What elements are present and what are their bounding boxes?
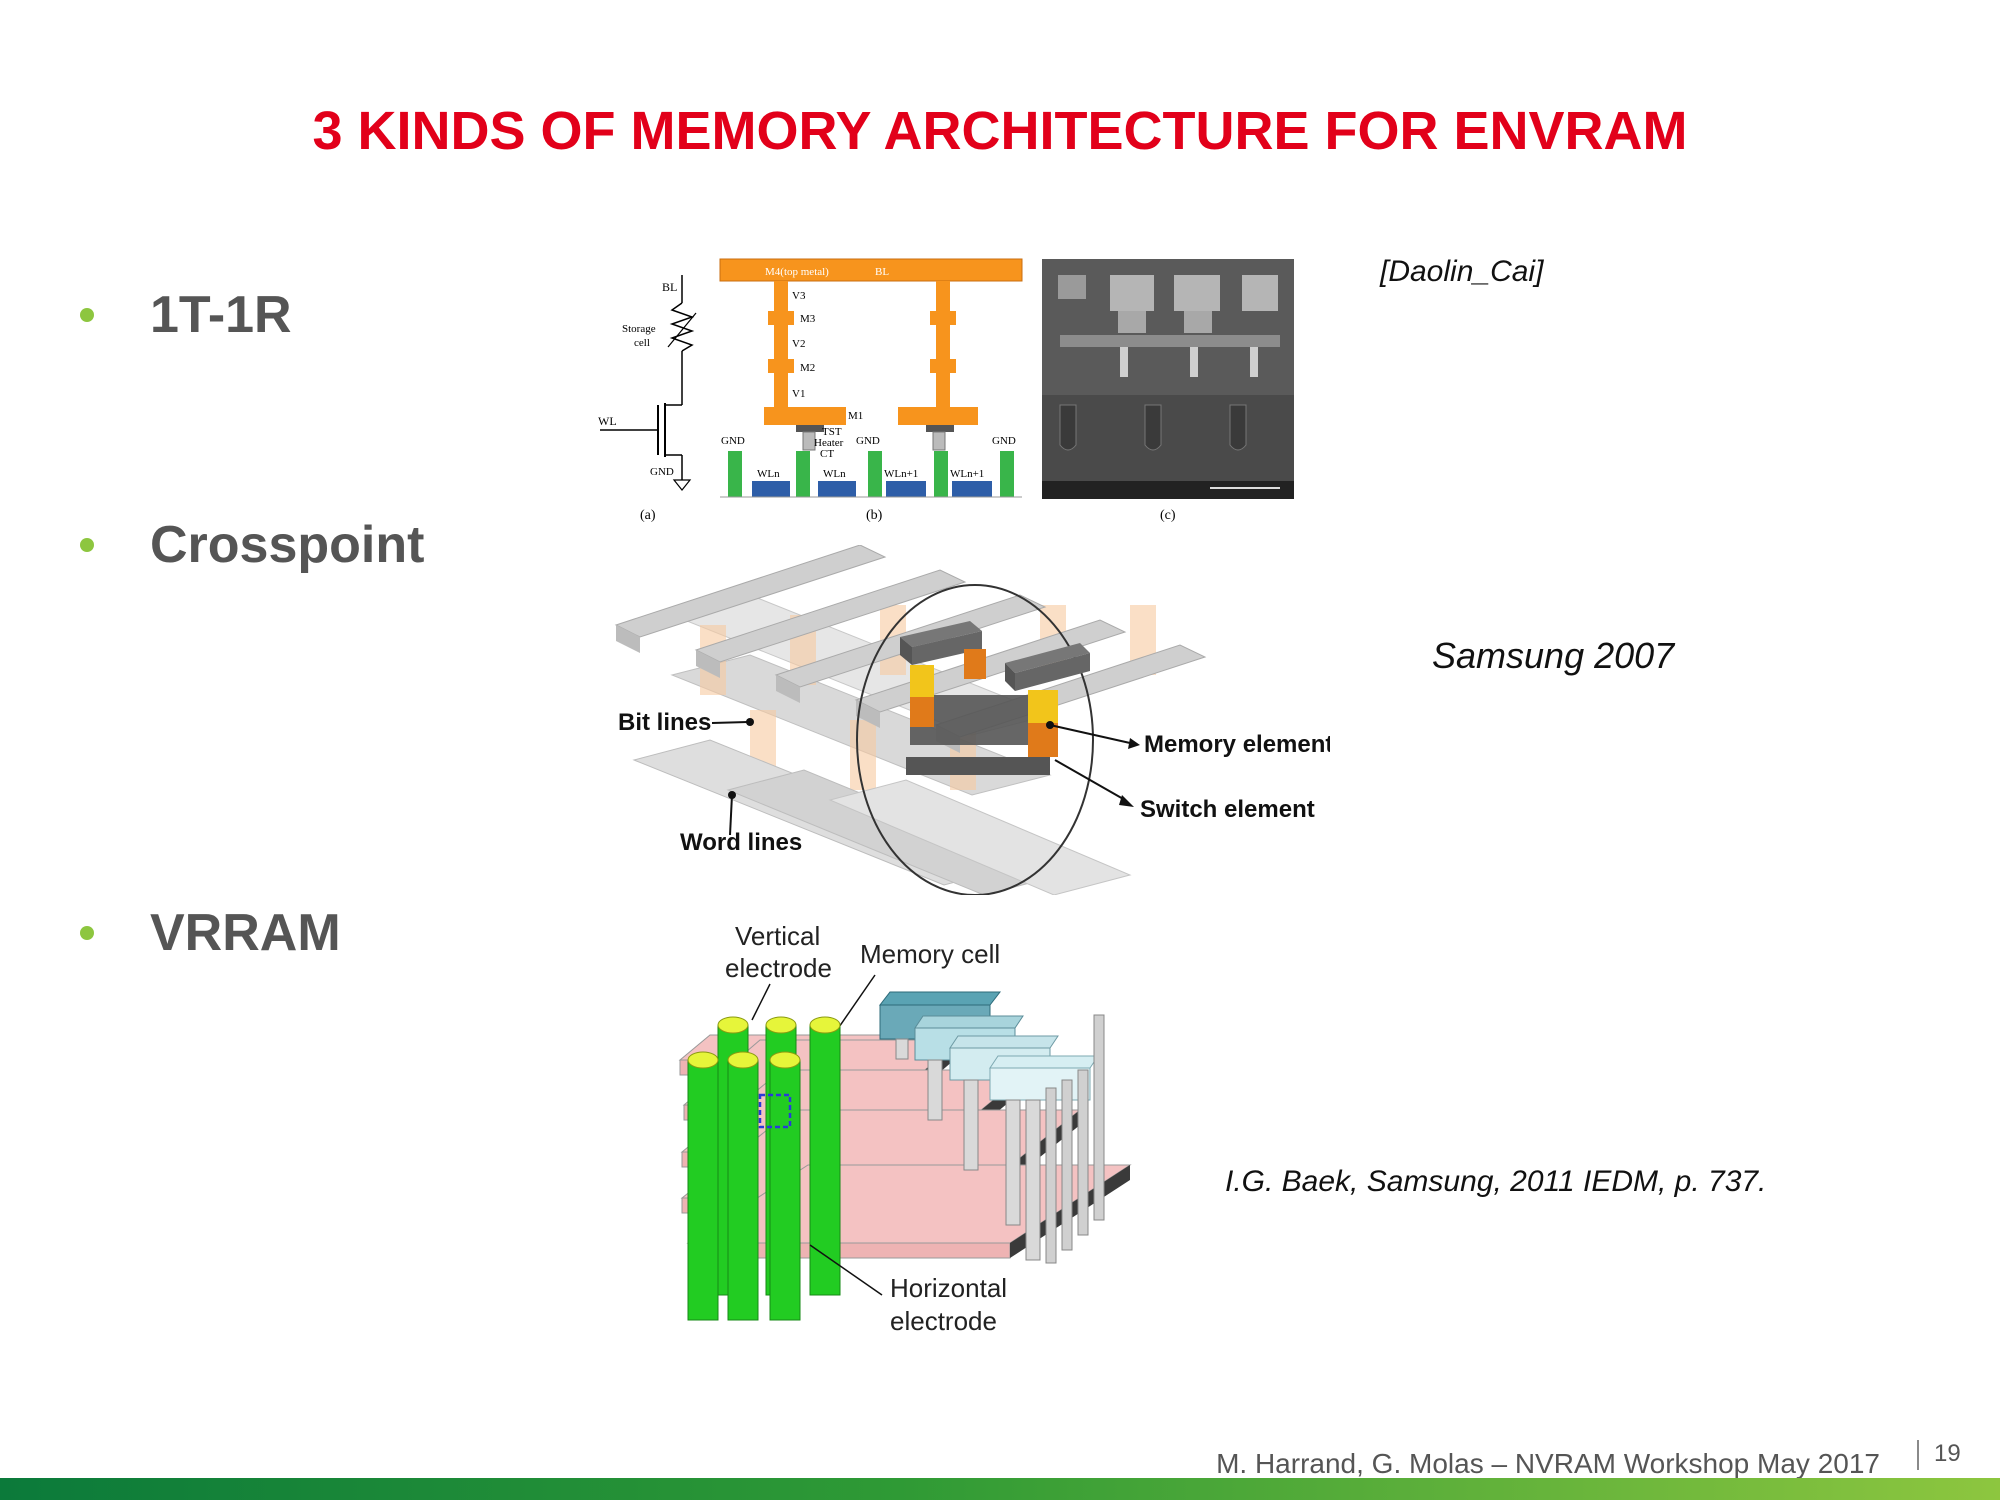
- footer-green-bar: [0, 1478, 2000, 1500]
- staircase-contacts: [878, 991, 1105, 1264]
- label-wl: WL: [598, 414, 617, 428]
- bullet-dot: [80, 926, 94, 940]
- figure-crosspoint: Bit lines Word lines Memory element Swit…: [614, 545, 1330, 895]
- label-wln: WLn: [823, 468, 846, 480]
- sem-image-c: (c): [1042, 259, 1294, 523]
- resistor-icon: [669, 302, 695, 352]
- ref-daolin: [Daolin_Cai]: [1380, 255, 1544, 288]
- label-gnd: GND: [721, 435, 745, 447]
- label-electrode: electrode: [725, 953, 832, 983]
- bullet-label: Crosspoint: [150, 516, 425, 574]
- label-v3: V3: [792, 290, 806, 302]
- caption-a: (a): [640, 508, 656, 523]
- bullet-vrram: VRRAM: [80, 903, 341, 963]
- bullet-crosspoint: Crosspoint: [80, 515, 424, 575]
- cross-section-b: M4(top metal) BL V3 M3 V2 M2 V1 M1 TST H…: [719, 258, 1023, 523]
- label-wln1: WLn+1: [884, 468, 918, 480]
- label-bit-lines: Bit lines: [618, 709, 711, 736]
- label-m4: M4(top metal): [765, 266, 829, 278]
- label-gnd: GND: [992, 435, 1016, 447]
- label-memory-element: Memory element: [1144, 731, 1330, 758]
- label-horizontal: Horizontal: [890, 1273, 1007, 1303]
- label-storage: Storage: [622, 323, 656, 335]
- caption-c: (c): [1160, 508, 1176, 523]
- bullet-dot: [80, 538, 94, 552]
- label-gnd: GND: [650, 466, 674, 478]
- label-bl: BL: [662, 280, 677, 294]
- label-cell: cell: [634, 337, 650, 349]
- vertical-electrodes: [687, 1016, 841, 1321]
- highlight-ellipse: [856, 584, 1094, 895]
- label-tst: TST: [822, 426, 842, 438]
- bullet-label: 1T-1R: [150, 286, 292, 344]
- figure-vrram: Vertical electrode Memory cell: [678, 921, 1132, 1336]
- label-m1: M1: [848, 410, 863, 422]
- schematic-a: BL Storage cell WL GND (a): [598, 275, 697, 523]
- figure-1t1r: BL Storage cell WL GND (a) M4(top metal)…: [598, 258, 1294, 523]
- ref-baek: I.G. Baek, Samsung, 2011 IEDM, p. 737.: [1225, 1165, 1767, 1198]
- bullet-1t1r: 1T-1R: [80, 285, 292, 345]
- label-memory-cell: Memory cell: [860, 939, 1000, 969]
- ground-icon: [672, 479, 692, 491]
- bullet-dot: [80, 308, 94, 322]
- label-gnd: GND: [856, 435, 880, 447]
- bullet-label: VRRAM: [150, 904, 341, 962]
- label-heater: Heater: [814, 437, 844, 449]
- label-v1: V1: [792, 388, 805, 400]
- slide-title: 3 KINDS OF MEMORY ARCHITECTURE FOR ENVRA…: [312, 101, 1688, 161]
- label-word-lines: Word lines: [680, 829, 802, 856]
- label-m3: M3: [800, 313, 816, 325]
- ref-samsung-2007: Samsung 2007: [1432, 635, 1675, 676]
- memory-cell-marker: [758, 1093, 792, 1129]
- label-m2: M2: [800, 362, 815, 374]
- footer-credit: M. Harrand, G. Molas – NVRAM Workshop Ma…: [1216, 1448, 1880, 1479]
- label-vertical: Vertical: [735, 921, 820, 951]
- label-v2: V2: [792, 338, 805, 350]
- word-lines-front: [632, 739, 1132, 895]
- label-wln1: WLn+1: [950, 468, 984, 480]
- label-electrode: electrode: [890, 1306, 997, 1336]
- memory-cell-detail: [900, 621, 1090, 775]
- label-wln: WLn: [757, 468, 780, 480]
- label-switch-element: Switch element: [1140, 796, 1315, 823]
- caption-b: (b): [866, 508, 883, 523]
- page-divider: [1917, 1440, 1919, 1470]
- label-ct: CT: [820, 448, 834, 460]
- page-number: 19: [1934, 1440, 1961, 1467]
- label-bl: BL: [875, 266, 889, 278]
